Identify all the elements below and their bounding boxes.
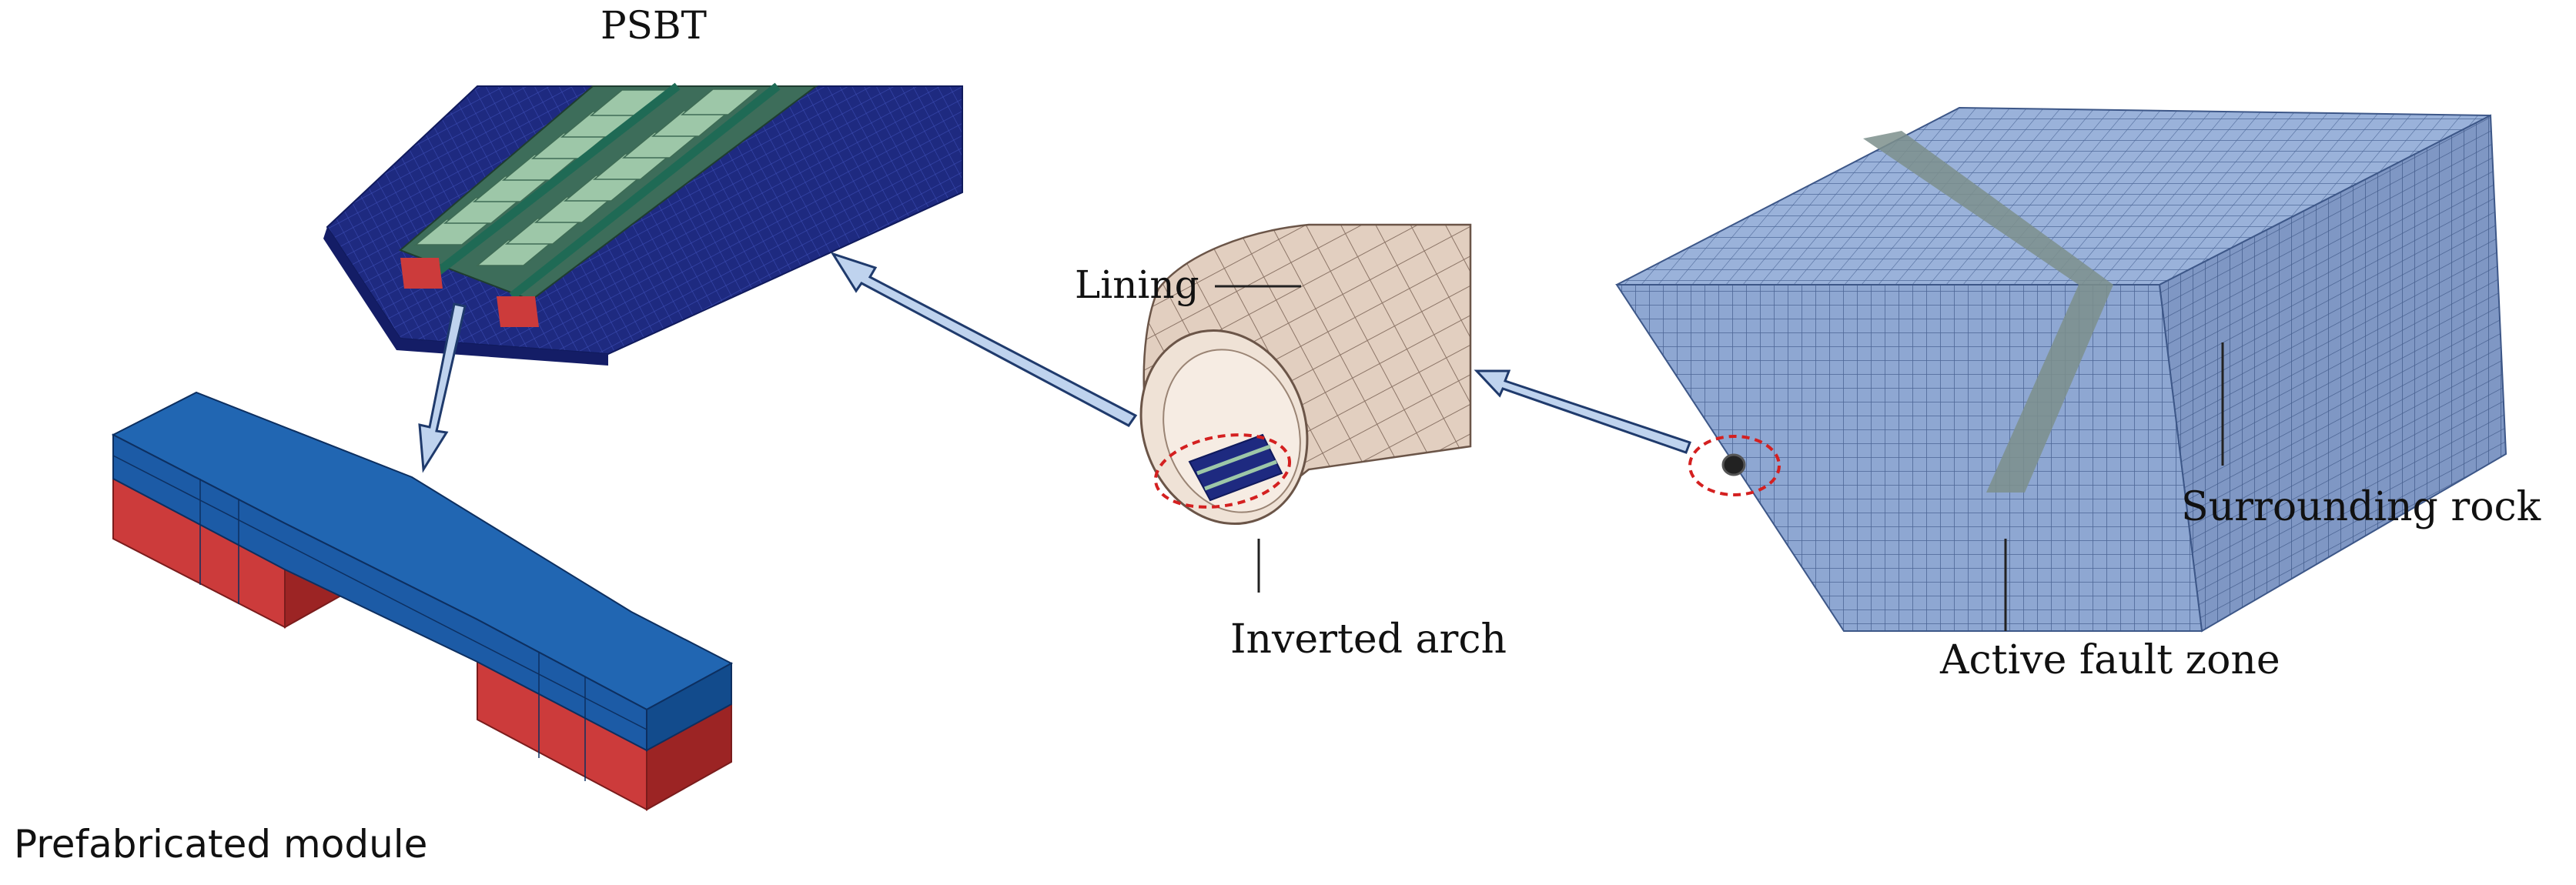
prefabricated-module-label: Prefabricated module [14,822,428,867]
psbt-rail-right [509,82,781,300]
inverted-arch-label: Inverted arch [1230,616,1507,663]
flow-arrows [418,252,1691,473]
tunnel-opening [1721,453,1746,476]
inverted-arch-highlight-ellipse [1153,433,1292,509]
inner-rail-2 [1204,459,1277,491]
arrow-rock-to-lining [1474,369,1691,454]
prefabricated-module [111,391,734,811]
lining-tube [1139,223,1472,593]
rock-front-face [1615,284,2203,632]
tunnel-highlight-ellipse [1688,435,1781,496]
psbt-label: PSBT [601,3,707,48]
inner-rail-1 [1196,444,1271,476]
psbt-module-red-right [497,296,539,327]
module-side-face [646,662,732,752]
module-mesh-lines [112,455,647,781]
psbt-slab-track [323,82,963,366]
psbt-sleepers [413,88,761,266]
psbt-rail-left [428,82,681,281]
surrounding-rock-label: Surrounding rock [2181,484,2541,530]
psbt-module-red-left [400,258,443,289]
lining-label: Lining [1075,262,1199,307]
active-fault-zone-band-front [1986,285,2113,493]
arrow-lining-to-psbt [830,252,1138,427]
arrow-psbt-to-module [418,302,467,473]
active-fault-zone-band [1863,131,2113,285]
psbt-slab-edge [323,227,608,366]
surrounding-rock-block [1615,106,2507,633]
active-fault-zone-label: Active fault zone [1940,637,2280,683]
